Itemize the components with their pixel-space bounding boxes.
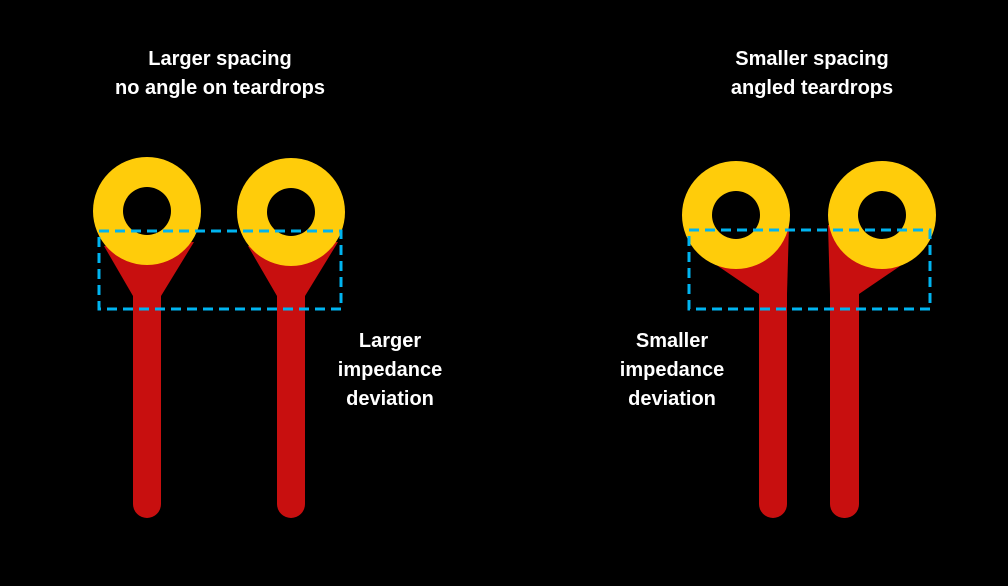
drill-hole (267, 188, 315, 236)
left-note-line-1: Larger (358, 330, 422, 352)
left-via-2 (237, 158, 345, 518)
drill-hole (123, 187, 171, 235)
right-note-line-1: Smaller (635, 330, 709, 352)
left-title-line-2: no angle on teardrops (114, 77, 326, 99)
highlight-box-right (687, 228, 932, 311)
right-note-line-2: impedance (619, 359, 725, 381)
left-note-line-2: impedance (337, 359, 443, 381)
right-note: Smaller impedance deviation (620, 327, 724, 414)
trace (133, 280, 161, 518)
drill-hole (858, 191, 906, 239)
right-via-2 (828, 161, 936, 518)
right-title-line-1: Smaller spacing (735, 48, 889, 70)
trace (277, 280, 305, 518)
right-via-1 (682, 161, 790, 518)
left-title-line-1: Larger spacing (148, 48, 292, 70)
right-note-line-3: deviation (628, 388, 716, 410)
trace (830, 280, 859, 518)
left-note-line-3: deviation (346, 388, 434, 410)
right-title: Smaller spacing angled teardrops (731, 45, 893, 103)
trace (759, 280, 787, 518)
drill-hole (712, 191, 760, 239)
left-title: Larger spacing no angle on teardrops (115, 45, 325, 103)
right-title-line-2: angled teardrops (730, 77, 894, 99)
left-via-1 (93, 157, 201, 518)
highlight-box-left (97, 229, 343, 311)
left-note: Larger impedance deviation (338, 327, 442, 414)
